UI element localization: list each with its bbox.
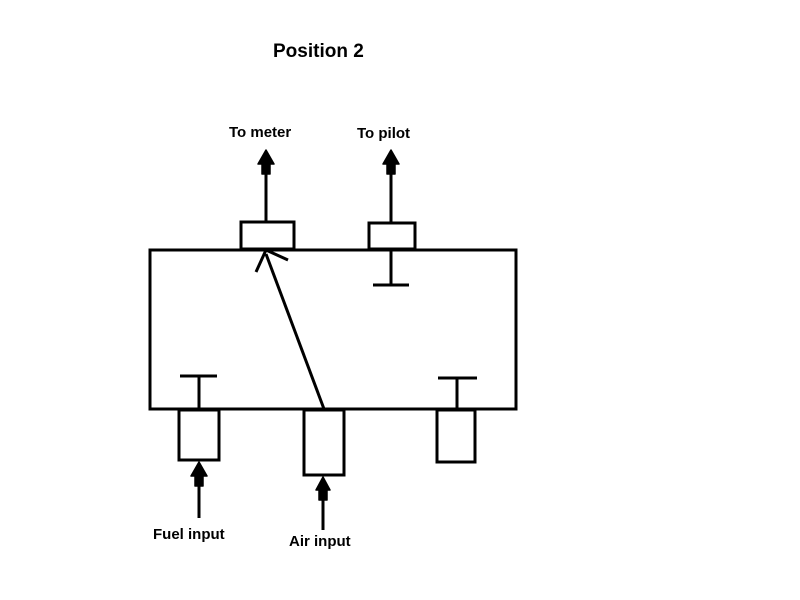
pilot-arrowhead <box>382 149 400 175</box>
flow-path-arrowhead <box>254 248 289 273</box>
air-arrowhead <box>315 476 331 501</box>
label-fuel-input: Fuel input <box>153 526 225 543</box>
label-air-input: Air input <box>289 533 351 550</box>
port-fuel-input <box>177 408 221 462</box>
port-bottom-right <box>435 408 477 464</box>
flow-path-line <box>264 253 326 410</box>
port-to-meter <box>239 220 296 251</box>
meter-arrowhead <box>257 149 275 175</box>
port-air-input <box>302 408 346 477</box>
valve-body <box>148 248 518 411</box>
fuel-arrowhead <box>190 461 208 487</box>
label-to-pilot: To pilot <box>357 125 411 142</box>
label-to-meter: To meter <box>229 124 292 141</box>
port-to-pilot <box>367 221 417 251</box>
diagram-title: Position 2 <box>273 41 364 62</box>
